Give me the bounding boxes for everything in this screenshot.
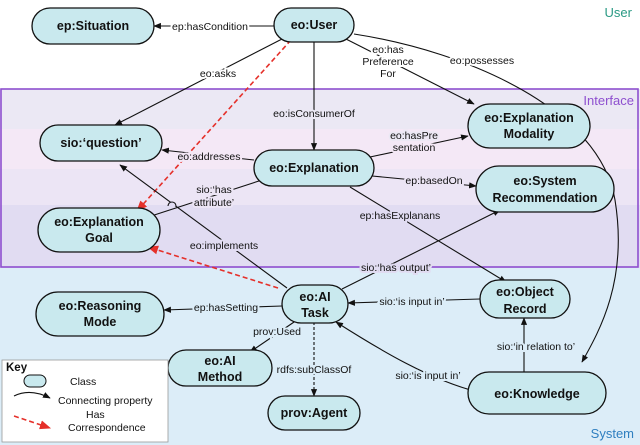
- edge-is-input-in-record: [347, 298, 481, 306]
- svg-text:eo:Object: eo:Object: [496, 285, 554, 299]
- edge-label-in-relation-to: sio:‘in relation to’: [497, 341, 575, 353]
- svg-text:ep:Situation: ep:Situation: [57, 19, 129, 33]
- edge-has-preference-for: [343, 37, 475, 105]
- edge-label-has-preference-for-3: For: [380, 68, 396, 80]
- svg-text:eo:AI: eo:AI: [299, 290, 330, 304]
- edge-implements-correspondence: [146, 245, 279, 289]
- node-reasoning-mode: eo:Reasoning Mode: [35, 291, 165, 337]
- edge-label-possesses: eo:possesses: [450, 55, 514, 67]
- edge-user-goal-correspondence: [136, 39, 292, 212]
- svg-text:sio:‘question’: sio:‘question’: [60, 136, 141, 150]
- edge-label-is-input-in-record: sio:‘is input in’: [379, 296, 444, 308]
- node-agent: prov:Agent: [267, 395, 361, 431]
- edge-label-addresses: eo:addresses: [177, 151, 240, 163]
- node-ai-method: eo:AI Method: [167, 349, 273, 387]
- edge-label-has-preference-for-1: eo:has: [372, 44, 404, 56]
- edge-label-has-explanans: ep:hasExplanans: [360, 210, 441, 222]
- svg-text:Goal: Goal: [85, 231, 113, 245]
- node-knowledge: eo:Knowledge: [467, 371, 607, 415]
- edge-is-input-in-knowledge: [335, 321, 479, 393]
- edge-label-has-attribute-2: attribute’: [194, 197, 234, 209]
- edge-label-has-attribute-1: sio:‘has: [196, 184, 232, 196]
- edge-used: [249, 319, 298, 353]
- node-ai-task: eo:AI Task: [281, 284, 349, 324]
- legend: Key Class Connecting property Has Corres…: [1, 359, 169, 443]
- legend-box: [1, 359, 169, 443]
- svg-text:Modality: Modality: [504, 127, 555, 141]
- legend-title: Key: [6, 362, 28, 374]
- edge-has-explanans: [349, 186, 507, 283]
- svg-text:Method: Method: [198, 370, 242, 384]
- edge-label-has-preference-for-2: Preference: [362, 56, 414, 68]
- edge-asks: [114, 38, 283, 126]
- edge-based-on: [371, 175, 477, 189]
- edge-label-subclass-of: rdfs:subClassOf: [277, 364, 352, 376]
- node-user: eo:User: [273, 7, 355, 43]
- edge-has-setting: [163, 305, 283, 313]
- edge-label-implements: eo:implements: [190, 240, 258, 252]
- edge-label-has-output: sio:‘has output’: [361, 262, 431, 274]
- legend-correspondence-label-1: Has: [86, 409, 105, 421]
- svg-text:eo:AI: eo:AI: [204, 354, 235, 368]
- edge-has-attribute: [144, 179, 263, 219]
- interface-region-border: [0, 88, 639, 268]
- svg-text:Record: Record: [503, 302, 546, 316]
- edge-label-has-presentation-1: eo:hasPre: [390, 130, 438, 142]
- svg-text:prov:Agent: prov:Agent: [281, 406, 349, 420]
- svg-text:eo:Explanation: eo:Explanation: [54, 215, 144, 229]
- node-explanation-goal: eo:Explanation Goal: [37, 207, 161, 253]
- node-explanation: eo:Explanation: [253, 149, 375, 187]
- node-system-recommendation: eo:System Recommendation: [475, 165, 615, 213]
- svg-text:Recommendation: Recommendation: [493, 191, 598, 205]
- svg-text:Task: Task: [301, 306, 329, 320]
- svg-text:Mode: Mode: [84, 315, 117, 329]
- node-explanation-modality: eo:Explanation Modality: [467, 103, 591, 149]
- node-object-record: eo:Object Record: [479, 279, 571, 319]
- edge-label-is-input-in-knowledge: sio:‘is input in’: [395, 370, 460, 382]
- region-label-system: System: [591, 426, 634, 441]
- legend-class-label: Class: [70, 376, 96, 388]
- edge-label-has-setting: ep:hasSetting: [194, 302, 258, 314]
- legend-class-swatch: [23, 374, 47, 388]
- legend-correspondence-line: [13, 415, 52, 430]
- svg-text:eo:System: eo:System: [513, 174, 576, 188]
- edge-has-presentation: [369, 134, 469, 158]
- edge-label-asks: eo:asks: [200, 68, 236, 80]
- edge-ai-task-question: [119, 164, 288, 289]
- node-situation: ep:Situation: [31, 7, 155, 45]
- edge-label-has-presentation-2: sentation: [393, 142, 436, 154]
- region-label-interface: Interface: [583, 93, 634, 108]
- svg-text:eo:Knowledge: eo:Knowledge: [494, 387, 579, 401]
- svg-text:eo:Explanation: eo:Explanation: [269, 161, 359, 175]
- edge-label-used: prov:Used: [253, 326, 301, 338]
- legend-connecting-line: [13, 391, 51, 399]
- svg-text:eo:Reasoning: eo:Reasoning: [59, 299, 142, 313]
- edge-addresses: [161, 147, 255, 161]
- edge-crossing-hop: [167, 201, 177, 207]
- edge-label-is-consumer-of: eo:isConsumerOf: [273, 108, 355, 120]
- edge-label-has-condition: ep:hasCondition: [172, 21, 248, 33]
- region-label-user: User: [605, 5, 633, 20]
- node-question: sio:‘question’: [39, 124, 163, 162]
- svg-text:eo:User: eo:User: [291, 18, 338, 32]
- edge-label-based-on: ep:basedOn: [405, 175, 462, 187]
- legend-connecting-label: Connecting property: [58, 395, 153, 407]
- edge-has-output: [341, 209, 501, 290]
- legend-correspondence-label-2: Correspondence: [68, 422, 146, 434]
- svg-text:eo:Explanation: eo:Explanation: [484, 111, 574, 125]
